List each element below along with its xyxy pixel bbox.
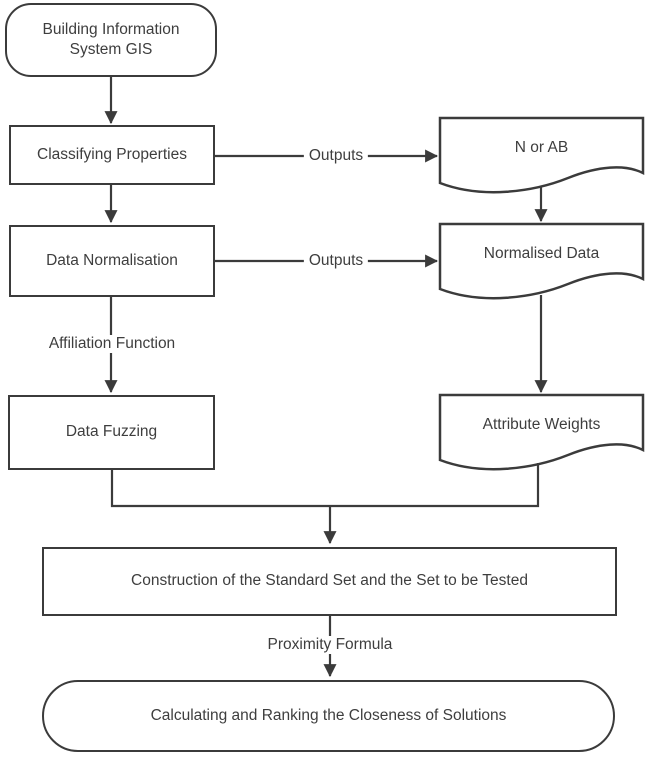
edge-label-proximity-formula: Proximity Formula bbox=[262, 636, 398, 654]
document-shape-normalised-data bbox=[438, 222, 645, 300]
edge-label-outputs-1: Outputs bbox=[303, 147, 369, 165]
document-shape-n-or-ab bbox=[438, 116, 645, 194]
document-shape-attribute-weights bbox=[438, 393, 645, 471]
edge-label-affiliation-function: Affiliation Function bbox=[43, 335, 181, 353]
connector-fuzzing-and-weights-merge bbox=[110, 463, 540, 508]
node-data-normalisation: Data Normalisation bbox=[9, 225, 215, 297]
node-calculating-ranking-closeness: Calculating and Ranking the Closeness of… bbox=[42, 680, 615, 752]
edge-label-outputs-2: Outputs bbox=[303, 252, 369, 270]
node-construction-standard-set: Construction of the Standard Set and the… bbox=[42, 547, 617, 616]
node-building-information-system-gis: Building Information System GIS bbox=[5, 3, 217, 77]
node-data-fuzzing: Data Fuzzing bbox=[8, 395, 215, 470]
node-classifying-properties: Classifying Properties bbox=[9, 125, 215, 185]
